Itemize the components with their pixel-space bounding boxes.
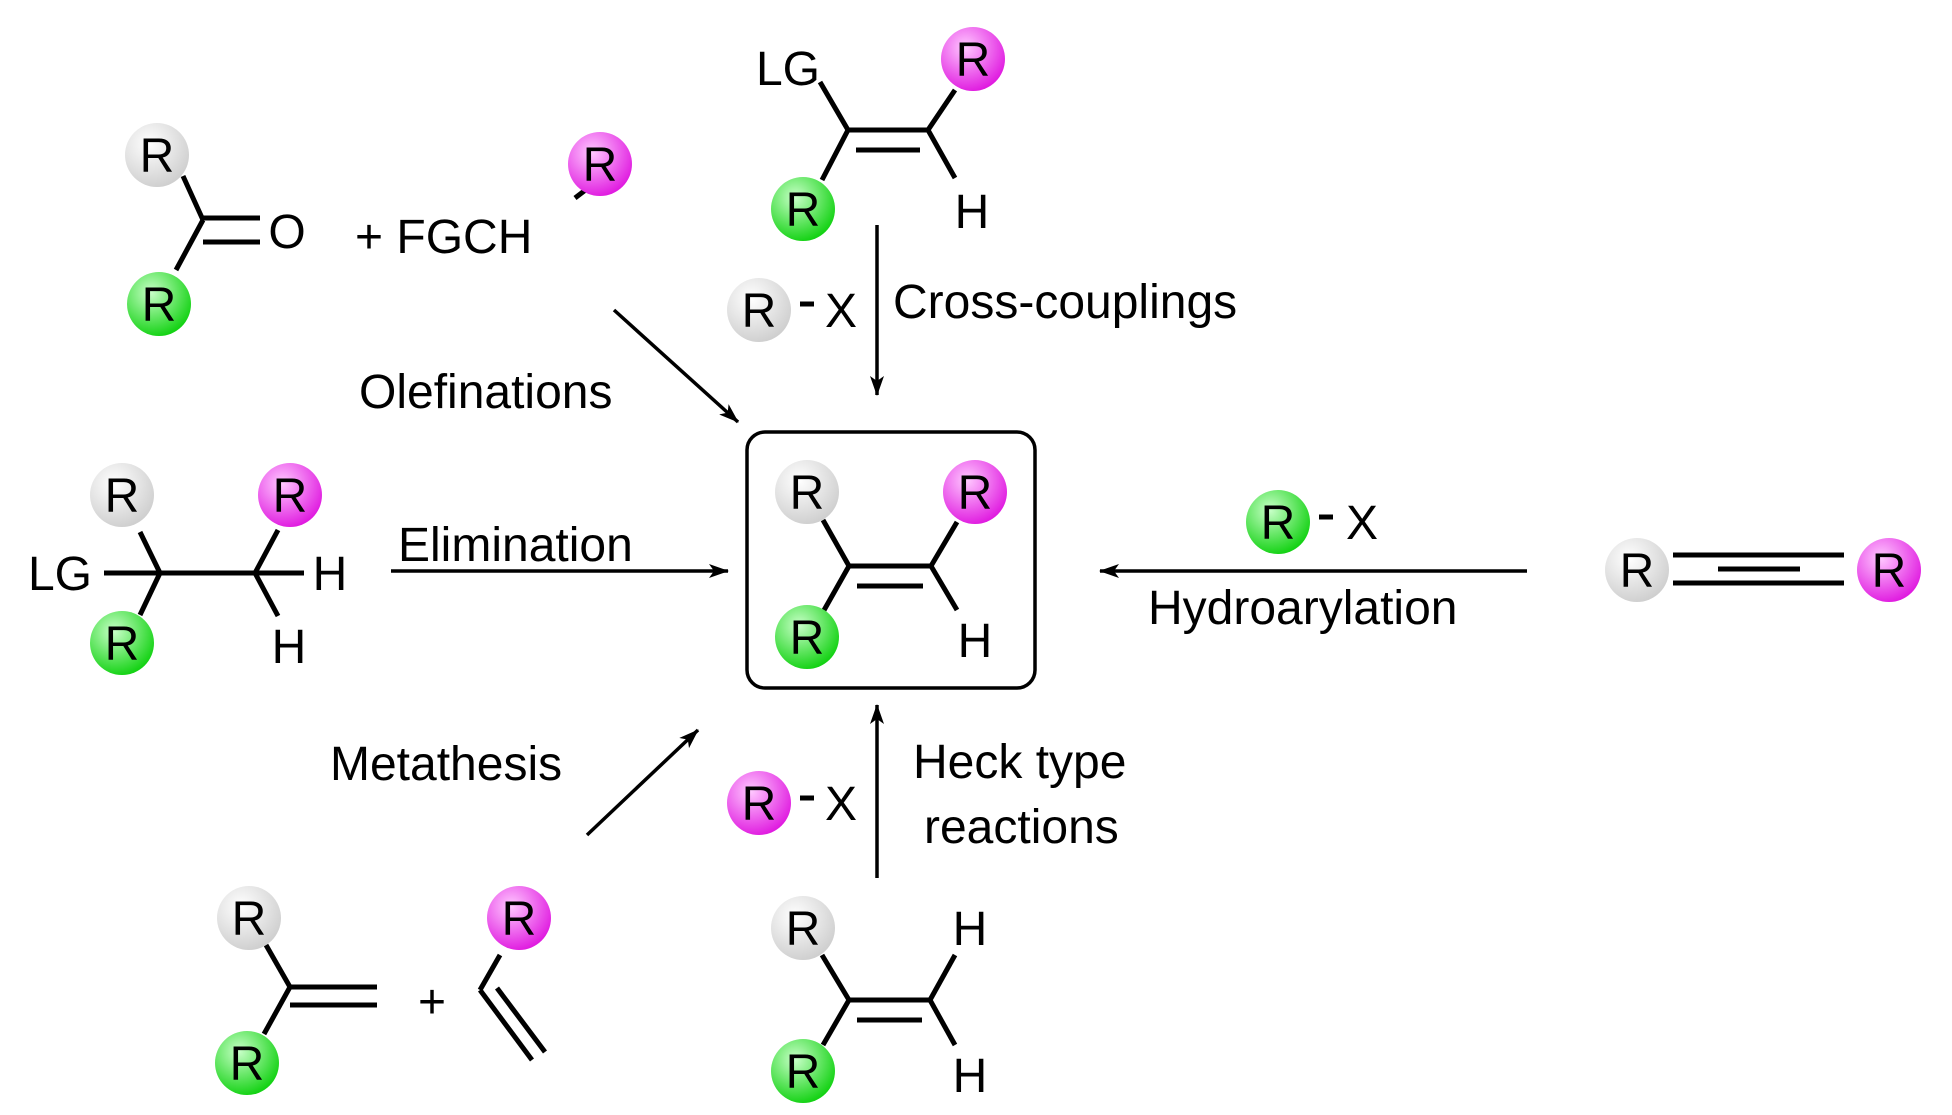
r-magenta-ball bbox=[487, 886, 551, 950]
r-label: R bbox=[232, 893, 267, 946]
r-gray-ball bbox=[771, 896, 835, 960]
r-label: R bbox=[230, 1038, 265, 1091]
lg-label: LG bbox=[28, 548, 92, 601]
r-label: R bbox=[502, 893, 537, 946]
green-rx-reagent: R X bbox=[1246, 490, 1378, 554]
product-box bbox=[745, 430, 1037, 690]
magenta-rx-reagent: R X bbox=[727, 771, 857, 835]
fgch-label: + FGCH bbox=[355, 211, 532, 264]
r-label: R bbox=[742, 285, 777, 338]
fgch-reactant: + FGCH R bbox=[355, 132, 632, 264]
r-magenta-ball bbox=[727, 771, 791, 835]
r-label: R bbox=[1872, 545, 1907, 598]
oxygen-label: O bbox=[268, 206, 305, 259]
r-label: R bbox=[273, 470, 308, 523]
elimination-label: Elimination bbox=[398, 519, 633, 572]
r-green-ball bbox=[1246, 490, 1310, 554]
r-label: R bbox=[742, 778, 777, 831]
lg-label: LG bbox=[756, 43, 820, 96]
vinyl-lg-reactant: LG R R H bbox=[756, 27, 1005, 241]
h-label: H bbox=[955, 186, 990, 239]
h-label: H bbox=[272, 621, 307, 674]
olefination-arrow bbox=[612, 308, 740, 424]
r-green-ball bbox=[90, 611, 154, 675]
r-label: R bbox=[786, 903, 821, 956]
elimination-substrate: LG R R R H H bbox=[28, 463, 347, 675]
cross-couplings-label: Cross-couplings bbox=[893, 276, 1237, 329]
h-label: H bbox=[953, 903, 988, 956]
metathesis-arrow bbox=[585, 728, 700, 837]
r-magenta-ball bbox=[258, 463, 322, 527]
r-magenta-ball bbox=[943, 460, 1007, 524]
r-magenta-ball bbox=[941, 27, 1005, 91]
r-label: R bbox=[958, 467, 993, 520]
r-label: R bbox=[786, 1046, 821, 1099]
x-label: X bbox=[825, 285, 857, 338]
r-gray-ball bbox=[90, 463, 154, 527]
r-gray-ball bbox=[125, 123, 189, 187]
r-label: R bbox=[105, 470, 140, 523]
h-label: H bbox=[958, 615, 993, 668]
heck-type-label: Heck type bbox=[913, 736, 1126, 789]
hydroarylation-label: Hydroarylation bbox=[1148, 582, 1457, 635]
ketone-reactant: R R O bbox=[125, 123, 306, 336]
r-magenta-ball bbox=[568, 132, 632, 196]
h-label: H bbox=[953, 1050, 988, 1103]
r-magenta-ball bbox=[1857, 538, 1921, 602]
r-green-ball bbox=[127, 272, 191, 336]
metathesis-label: Metathesis bbox=[330, 738, 562, 791]
gray-rx-reagent: R X bbox=[727, 278, 857, 342]
r-green-ball bbox=[771, 1039, 835, 1103]
r-gray-ball bbox=[1605, 538, 1669, 602]
heck-alkene-substrate: R R H H bbox=[771, 896, 987, 1103]
r-gray-ball bbox=[727, 278, 791, 342]
r-label: R bbox=[105, 618, 140, 671]
product-alkene: R R R H bbox=[745, 430, 1037, 690]
alkyne-reactant: R R bbox=[1605, 538, 1921, 602]
r-green-ball bbox=[771, 177, 835, 241]
metathesis-alkene-1: R R bbox=[215, 886, 377, 1095]
r-label: R bbox=[583, 139, 618, 192]
r-gray-ball bbox=[217, 886, 281, 950]
olefinations-label: Olefinations bbox=[359, 366, 612, 419]
r-green-ball bbox=[215, 1031, 279, 1095]
r-label: R bbox=[790, 467, 825, 520]
r-label: R bbox=[1620, 545, 1655, 598]
r-label: R bbox=[1261, 497, 1296, 550]
x-label: X bbox=[1346, 497, 1378, 550]
r-label: R bbox=[142, 279, 177, 332]
r-label: R bbox=[786, 184, 821, 237]
h-label: H bbox=[313, 548, 348, 601]
r-label: R bbox=[140, 130, 175, 183]
plus-sign: + bbox=[418, 976, 446, 1029]
reactions-label: reactions bbox=[924, 801, 1119, 854]
metathesis-alkene-2: R bbox=[477, 886, 551, 1062]
r-label: R bbox=[956, 34, 991, 87]
r-label: R bbox=[790, 612, 825, 665]
r-green-ball bbox=[775, 605, 839, 669]
x-label: X bbox=[825, 778, 857, 831]
r-gray-ball bbox=[775, 460, 839, 524]
